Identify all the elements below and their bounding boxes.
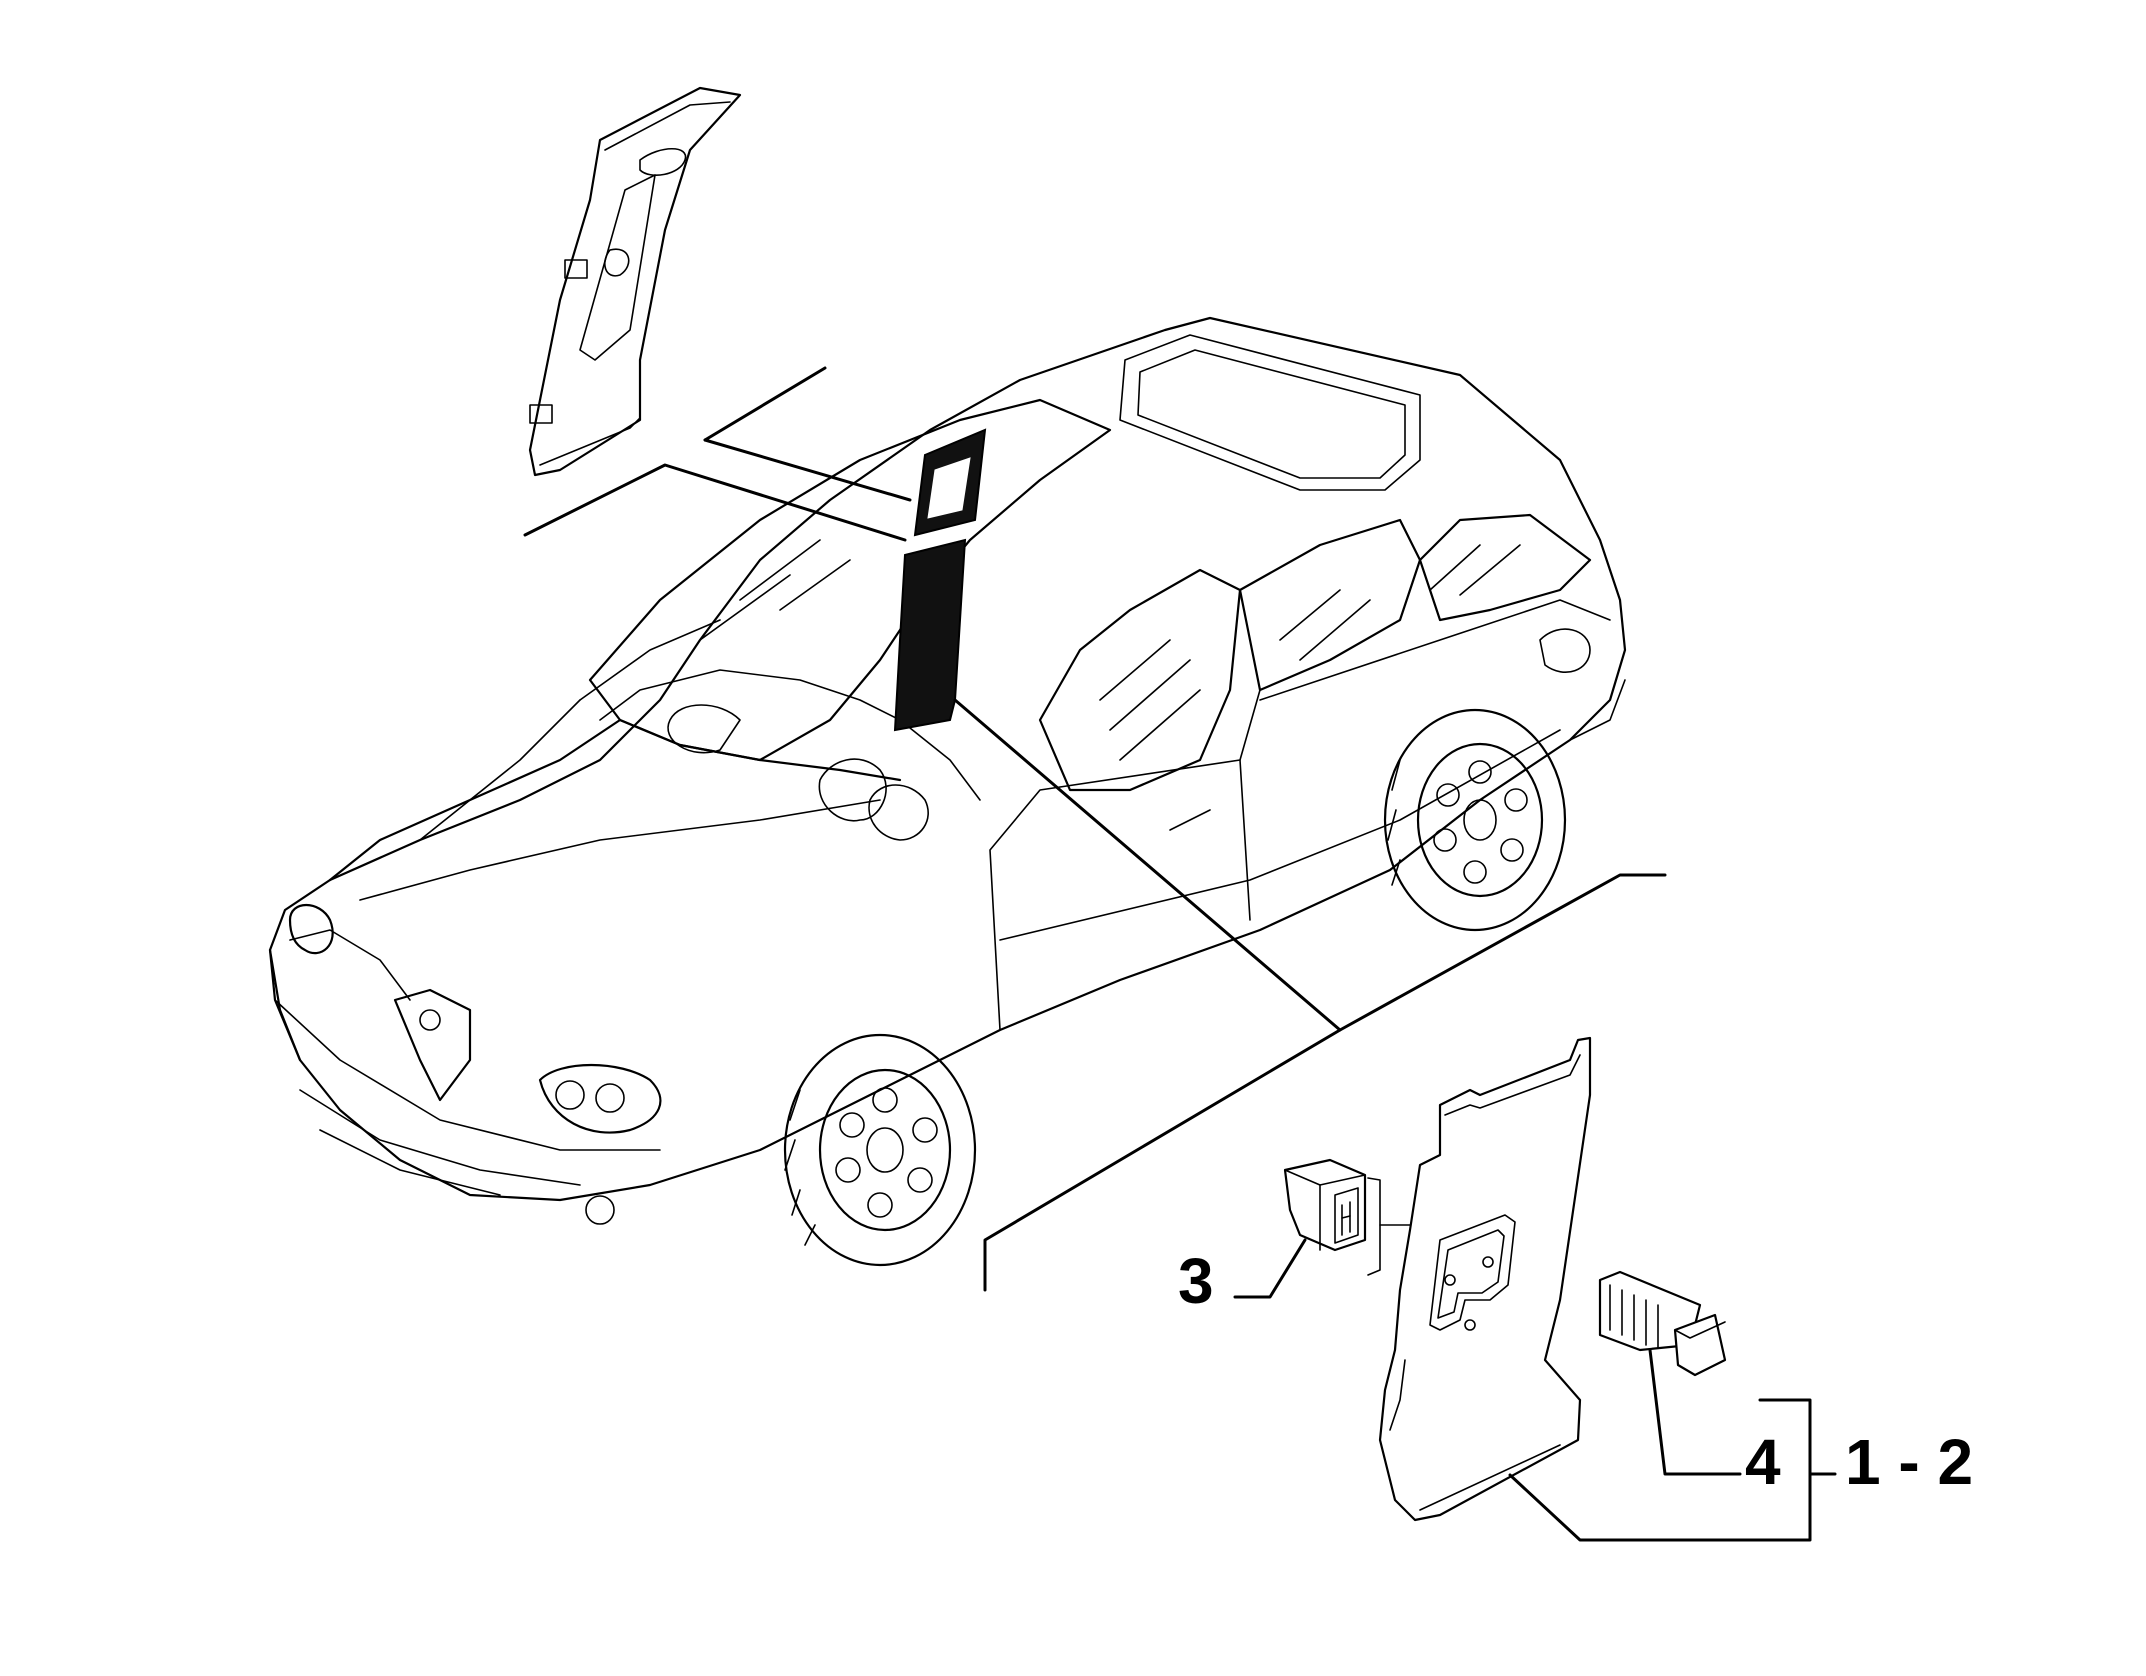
lower-pillar-trim (1378, 1036, 1592, 1522)
front-wheel (783, 1033, 977, 1267)
cap-part-4 (1598, 1270, 1727, 1377)
callout-4: 4 (1745, 1426, 1781, 1498)
clip-part-3 (1283, 1158, 1367, 1252)
callout-1-2: 1 - 2 (1845, 1426, 1973, 1498)
upper-pillar-trim (528, 86, 742, 477)
leader-lines (523, 366, 1837, 1542)
car-illustration (268, 316, 1627, 1267)
bracket-1-2 (1508, 1398, 1812, 1542)
rear-wheel (1383, 708, 1567, 932)
highlighted-pillar-lower (893, 538, 967, 732)
callout-3: 3 (1178, 1245, 1214, 1317)
leader-4 (1648, 1348, 1742, 1476)
leader-3 (1233, 1238, 1307, 1299)
